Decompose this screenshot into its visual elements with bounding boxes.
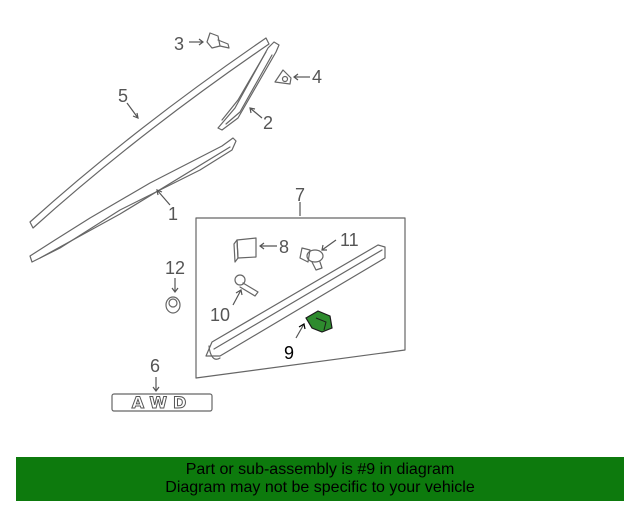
part-7-door-molding: [205, 244, 386, 360]
parts-diagram: AWD 3 4 5 2 1 7 8 11 12 10 6 9: [29, 32, 406, 413]
callout-6: 6: [150, 356, 160, 376]
callout-9-highlighted: 9: [284, 343, 294, 363]
awd-badge-text: AWD: [132, 393, 193, 412]
info-banner: Part or sub-assembly is #9 in diagram Di…: [16, 457, 624, 501]
part-9-clip-highlighted: [305, 310, 333, 333]
part-1-belt-molding: [29, 137, 237, 263]
part-2-pillar-molding: [217, 41, 280, 131]
callout-8: 8: [279, 237, 289, 257]
part-6-awd-badge: AWD: [111, 393, 213, 413]
part-11-clip: [299, 247, 324, 271]
callout-4: 4: [312, 67, 322, 87]
leader-lines: [126, 38, 337, 392]
callout-10: 10: [210, 305, 230, 325]
callout-3: 3: [174, 34, 184, 54]
part-7-assembly-box: [195, 217, 406, 379]
part-4-clip: [274, 69, 292, 85]
callout-11: 11: [340, 230, 359, 250]
part-10-screw: [234, 274, 259, 297]
banner-line-2: Diagram may not be specific to your vehi…: [165, 479, 475, 496]
part-12-nut: [165, 296, 181, 314]
callout-12: 12: [165, 258, 185, 278]
part-8-pad: [233, 237, 257, 263]
callout-2: 2: [263, 113, 273, 133]
part-3-screw: [206, 32, 230, 49]
part-5-roof-molding: [29, 37, 270, 229]
banner-line-1: Part or sub-assembly is #9 in diagram: [185, 461, 455, 478]
callout-5: 5: [118, 86, 128, 106]
callout-1: 1: [168, 204, 178, 224]
callout-7: 7: [295, 185, 305, 205]
